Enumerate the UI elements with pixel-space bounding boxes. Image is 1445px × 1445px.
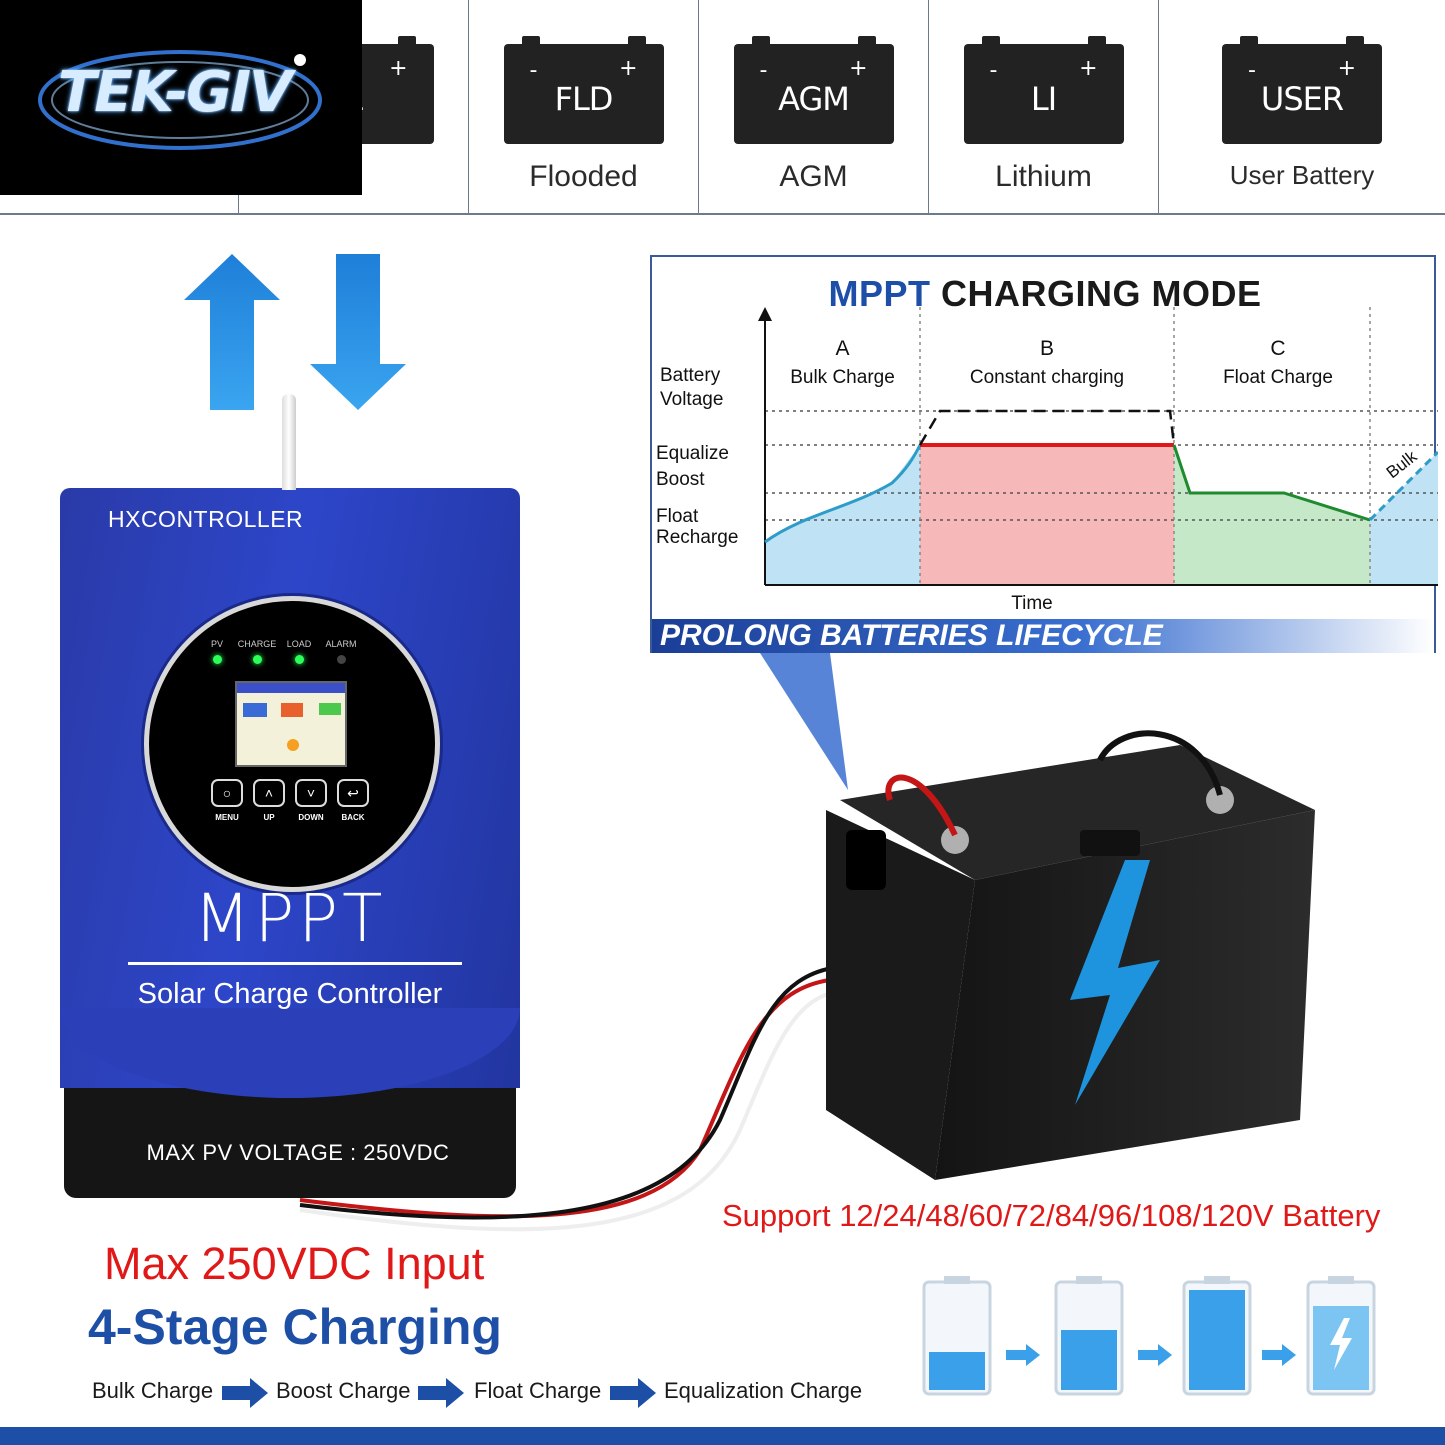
controller-display-panel: PV CHARGE LOAD ALARM ○ MENU ˄ UP ˅ DOWN …	[144, 596, 440, 892]
arrow-right-icon	[418, 1378, 464, 1408]
arrow-right-icon	[222, 1378, 268, 1408]
x-axis-label: Time	[1011, 593, 1053, 614]
mppt-icon	[281, 703, 303, 717]
led-icon	[212, 655, 222, 664]
phase-letter: B	[1040, 337, 1054, 360]
phase-area-bulk	[765, 445, 920, 585]
indicator-pv: PV	[195, 639, 239, 664]
max-input: Max 250VDC Input	[104, 1238, 485, 1289]
y-axis-label: Voltage	[660, 389, 723, 410]
battery-fld-icon: -FLD+	[503, 36, 664, 144]
menu-button[interactable]: ○	[211, 779, 243, 807]
battery-type-agm: -AGM+ AGM	[698, 0, 928, 213]
battery-type-name: AGM	[779, 160, 848, 193]
logo-swoosh-icon	[38, 50, 322, 150]
phase-letter: C	[1270, 337, 1285, 360]
phase-name: Constant charging	[970, 367, 1124, 388]
divider	[128, 962, 462, 965]
controller-brand: HXCONTROLLER	[108, 506, 304, 532]
battery-agm-icon: -AGM+	[733, 36, 894, 144]
stage-item: Boost Charge	[276, 1378, 411, 1403]
up-button[interactable]: ˄	[253, 779, 285, 807]
arrow-right-icon	[610, 1378, 656, 1408]
supported-voltages: Support 12/24/48/60/72/84/96/108/120V Ba…	[722, 1198, 1381, 1233]
float-curve	[1172, 444, 1371, 522]
level-label-recharge: Recharge	[656, 527, 738, 548]
phase-name: Bulk Charge	[790, 367, 895, 388]
battery-type-user: -USER+ User Battery	[1158, 0, 1445, 213]
battery-user-icon: -USER+	[1222, 36, 1382, 144]
level-label-float: Float	[656, 506, 699, 527]
stage-item: Bulk Charge	[92, 1378, 214, 1403]
led-icon	[336, 655, 346, 664]
logo-text: TEK-GIV	[58, 60, 292, 125]
indicator-alarm: ALARM	[319, 639, 363, 664]
controller-max-voltage: MAX PV VOLTAGE : 250VDC	[146, 1140, 450, 1165]
lcd-screen	[235, 681, 347, 767]
equalize-curve	[918, 409, 1176, 446]
phase-letter: A	[835, 337, 849, 360]
battery-type-name: User Battery	[1229, 160, 1375, 190]
level-label-boost: Boost	[656, 469, 705, 490]
charge-controller: HXCONTROLLER PV CHARGE LOAD ALARM ○ MENU…	[60, 488, 520, 1200]
y-axis-arrow-icon	[758, 307, 772, 321]
solar-panel-icon	[243, 703, 267, 717]
battery-type-name: Lithium	[995, 160, 1092, 193]
controller-subtitle: Solar Charge Controller	[137, 978, 443, 1010]
level-label-equalize: Equalize	[656, 443, 729, 464]
data-transfer-arrows-icon	[184, 254, 406, 410]
phase-area-float	[1174, 445, 1370, 585]
bulb-icon	[287, 739, 299, 751]
bulk-curve	[764, 444, 922, 544]
led-icon	[294, 655, 304, 664]
y-axis-label: Battery	[660, 365, 721, 386]
chart-plot: BatteryVoltageEqualizeBoostFloatRecharge…	[656, 307, 1438, 614]
brand-logo: TEK-GIV	[0, 0, 362, 195]
led-icon	[252, 655, 262, 664]
lifecycle-banner: PROLONG BATTERIES LIFECYCLE	[652, 619, 1434, 653]
battery-icon	[319, 703, 341, 715]
indicator-charge: CHARGE	[235, 639, 279, 664]
controller-model: MPPT	[193, 880, 387, 957]
down-button[interactable]: ˅	[295, 779, 327, 807]
battery-type-lithium: -LI+ Lithium	[928, 0, 1158, 213]
battery-li-icon: -LI+	[963, 36, 1124, 144]
antenna	[282, 394, 296, 490]
chart-title: MPPT CHARGING MODE	[828, 273, 1262, 314]
bulk-repeat-curve	[1368, 450, 1438, 522]
back-button[interactable]: ↩	[337, 779, 369, 807]
phase-area-constant	[920, 445, 1174, 585]
stage-title: 4-Stage Charging	[88, 1299, 502, 1355]
bottom-bar	[0, 1427, 1445, 1445]
battery-type-flooded: -FLD+ Flooded	[468, 0, 698, 213]
stage-item: Equalization Charge	[664, 1378, 863, 1403]
phase-area-bulk-repeat	[1370, 452, 1438, 585]
battery-type-strip: -L+ L -FLD+ Flooded -AGM+ AGM -LI+ Lithi…	[0, 0, 1445, 215]
indicator-load: LOAD	[277, 639, 321, 664]
phase-name: Float Charge	[1223, 367, 1333, 388]
battery-type-name: Flooded	[529, 160, 638, 193]
stage-item: Float Charge	[474, 1378, 602, 1403]
